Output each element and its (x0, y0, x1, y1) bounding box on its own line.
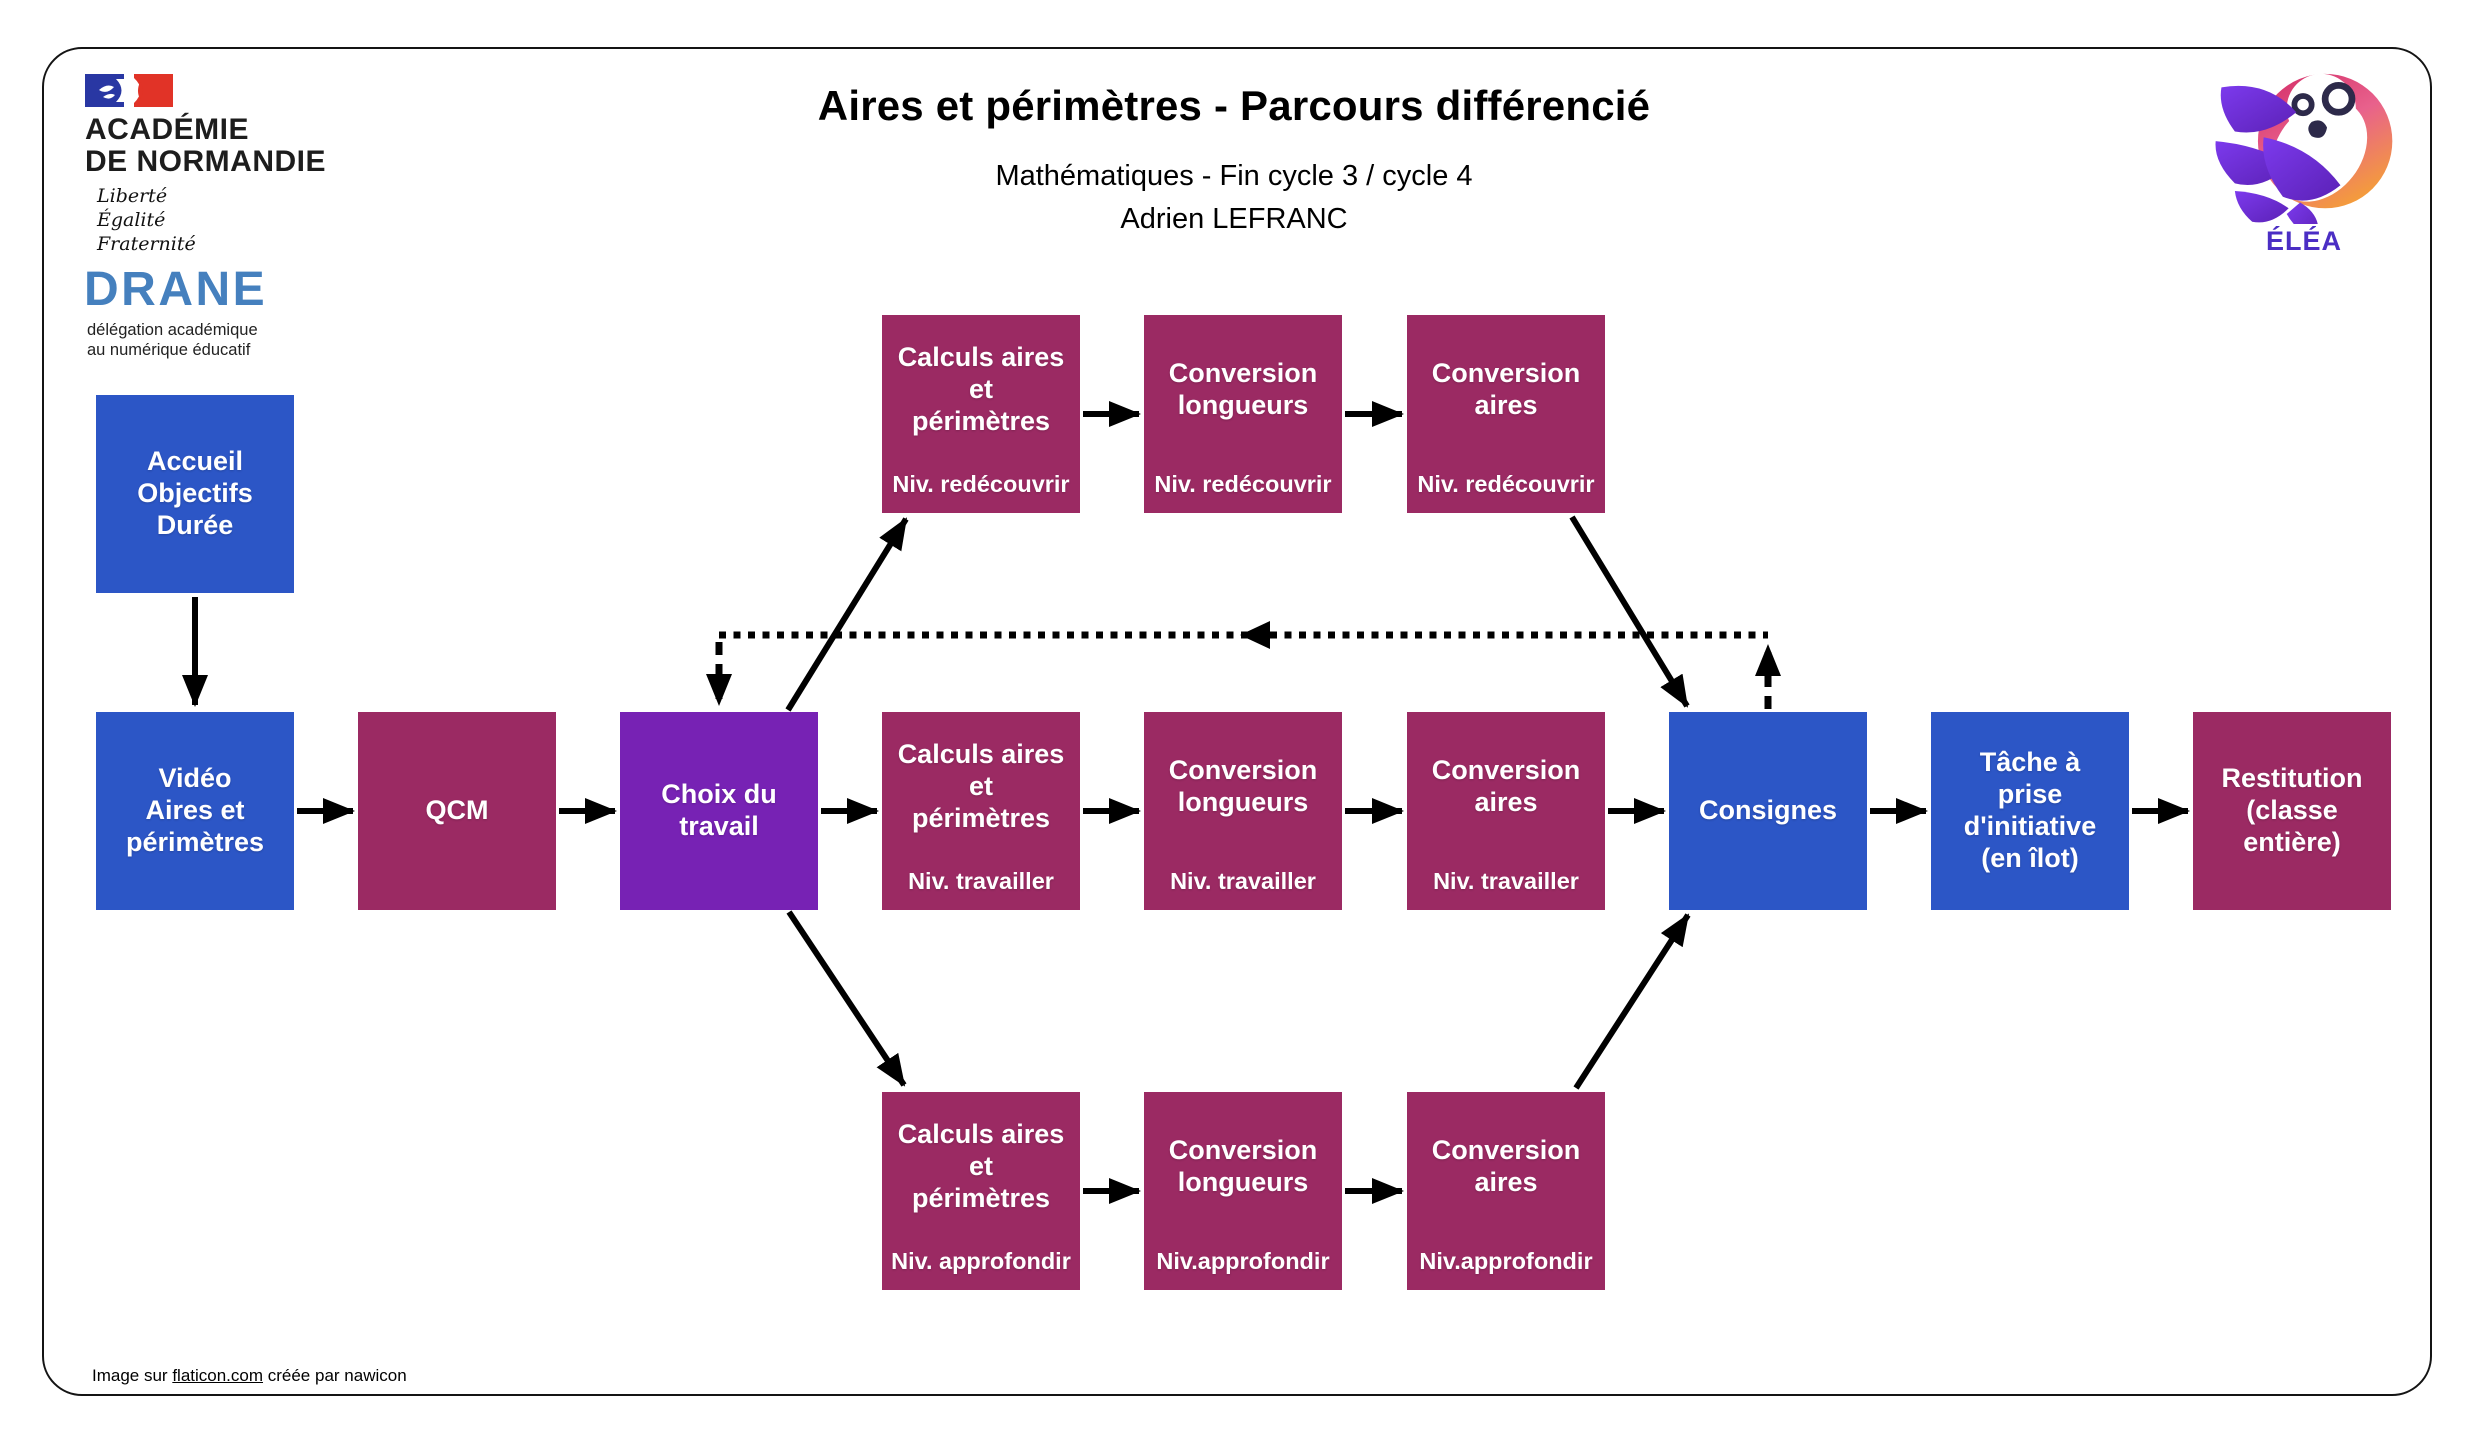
flow-node-sublabel: Niv. redécouvrir (1417, 471, 1595, 497)
republique-motto: Liberté Égalité Fraternité (97, 185, 196, 256)
flow-node-label: Restitution (classe entière) (2221, 763, 2363, 857)
page-title: Aires et périmètres - Parcours différenc… (817, 82, 1651, 129)
attribution-suffix: créée par nawicon (263, 1366, 407, 1385)
flow-node-label: Vidéo Aires et périmètres (125, 763, 265, 857)
flow-node-tache-initiative: Tâche à prise d'initiative (en îlot) (1931, 712, 2129, 910)
flow-node-label: Calculs aires et périmètres (897, 739, 1065, 833)
flow-node-choix-du-travail: Choix du travail (620, 712, 818, 910)
motto-fraternite: Fraternité (97, 232, 196, 255)
author-name: Adrien LEFRANC (1120, 203, 1348, 235)
flow-node-restitution: Restitution (classe entière) (2193, 712, 2391, 910)
flow-node-label: Conversion longueurs (1168, 755, 1318, 817)
drane-subtitle: délégation académique au numérique éduca… (87, 320, 258, 360)
flow-node-label: Calculs aires et périmètres (897, 1119, 1065, 1213)
flow-node-sublabel: Niv. approfondir (891, 1248, 1071, 1274)
flaticon-link[interactable]: flaticon.com (172, 1366, 264, 1385)
drane-subtitle-line1: délégation académique (87, 321, 258, 339)
drane-logo-text: DRANE (84, 263, 268, 316)
academie-line1: ACADÉMIE (85, 113, 250, 146)
drane-subtitle-line2: au numérique éducatif (87, 341, 251, 360)
flow-node-sublabel: Niv. travailler (1433, 868, 1579, 894)
flow-node-label: Tâche à prise d'initiative (en îlot) (1963, 747, 2097, 873)
flow-node-accueil: Accueil Objectifs Durée (96, 395, 294, 593)
academie-line2: DE NORMANDIE (85, 145, 327, 179)
flow-node-label: Conversion aires (1431, 755, 1581, 817)
flow-node-label: Calculs aires et périmètres (897, 342, 1065, 436)
academie-logo-text: ACADÉMIE DE NORMANDIE (85, 113, 327, 179)
flow-node-label: Choix du travail (661, 779, 777, 841)
flow-node-label: QCM (425, 795, 489, 826)
page-subtitle: Mathématiques - Fin cycle 3 / cycle 4 (995, 160, 1473, 192)
flow-node-label: Conversion longueurs (1168, 358, 1318, 420)
flow-node-label: Consignes (1698, 795, 1838, 826)
flow-node-sublabel: Niv. redécouvrir (892, 471, 1070, 497)
image-attribution: Image sur flaticon.com créée par nawicon (92, 1366, 407, 1386)
flow-node-sublabel: Niv. travailler (1170, 868, 1316, 894)
flow-node-label: Conversion longueurs (1168, 1135, 1318, 1197)
motto-egalite: Égalité (97, 208, 166, 231)
flow-node-sublabel: Niv.approfondir (1156, 1248, 1330, 1274)
flow-node-sublabel: Niv. redécouvrir (1154, 471, 1332, 497)
flow-node-video: Vidéo Aires et périmètres (96, 712, 294, 910)
flow-node-consignes: Consignes (1669, 712, 1867, 910)
flow-node-label: Accueil Objectifs Durée (137, 446, 253, 540)
motto-liberte: Liberté (97, 185, 168, 207)
elea-logo-text: ÉLÉA (2265, 226, 2342, 256)
flow-node-label: Conversion aires (1431, 1135, 1581, 1197)
french-flag-icon (85, 74, 173, 107)
flow-node-label: Conversion aires (1431, 358, 1581, 420)
attribution-prefix: Image sur (92, 1366, 173, 1385)
flow-node-qcm: QCM (358, 712, 556, 910)
elea-owl-icon (2215, 73, 2393, 224)
flow-node-sublabel: Niv.approfondir (1419, 1248, 1593, 1274)
flow-node-sublabel: Niv. travailler (908, 868, 1054, 894)
